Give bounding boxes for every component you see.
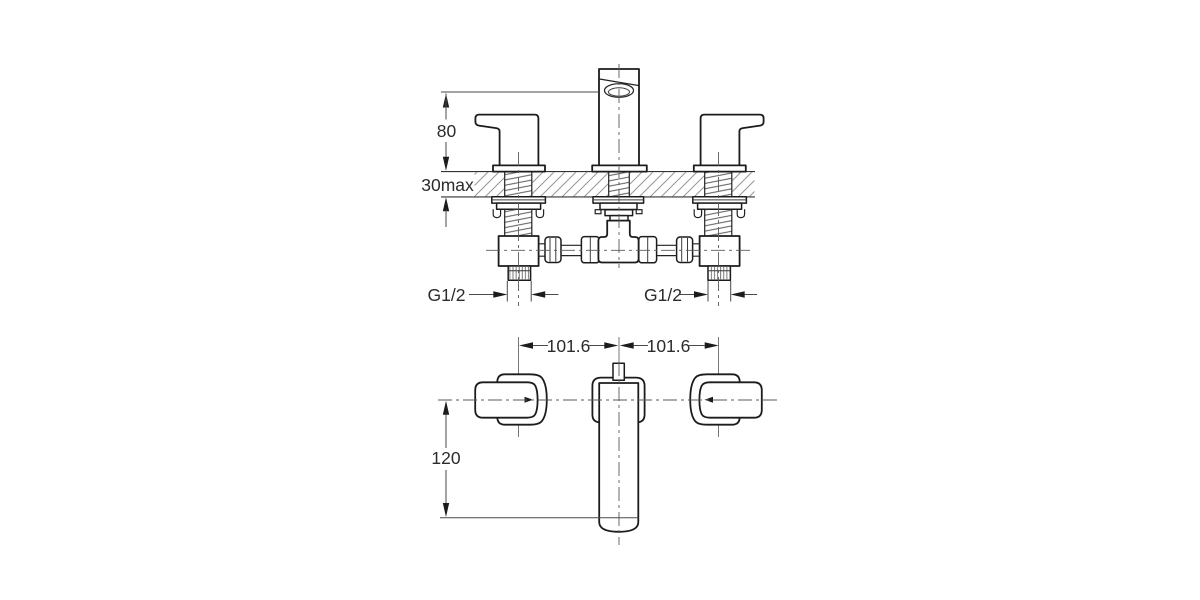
right-handle-lever xyxy=(699,113,765,167)
left-handle-plan xyxy=(474,373,548,426)
left-outlet-nut xyxy=(544,236,562,264)
right-handle-lever-plan xyxy=(698,381,763,419)
plan-centerlines xyxy=(438,362,778,545)
right-prong xyxy=(693,209,703,219)
threaded-shanks xyxy=(504,172,733,197)
center-tee-assembly xyxy=(561,195,677,264)
left-valve-assembly xyxy=(491,195,562,281)
tee-body xyxy=(597,219,640,264)
left-handle-front xyxy=(474,113,546,173)
plan-view: 101.6 101.6 xyxy=(431,336,778,545)
dim-spout-height: 80 xyxy=(437,121,457,141)
left-pipe xyxy=(561,244,582,257)
right-outlet-nut xyxy=(675,236,694,264)
spout-plan xyxy=(591,362,646,533)
right-handle-plan xyxy=(689,373,763,426)
spout-base-plate xyxy=(591,164,648,173)
spacing-dimensions: 101.6 101.6 xyxy=(519,336,719,356)
dim-left-spacing: 101.6 xyxy=(547,336,591,356)
dim-right-connection: G1/2 xyxy=(644,285,682,305)
dim-left-connection: G1/2 xyxy=(428,285,466,305)
front-dimensions: 80 30max G1/2 G1/2 xyxy=(421,91,757,305)
right-handle-front xyxy=(692,113,765,173)
spout-front xyxy=(591,68,648,173)
left-handle-lever xyxy=(474,113,540,167)
dim-right-spacing: 101.6 xyxy=(647,336,691,356)
right-valve-assembly xyxy=(675,195,748,281)
left-handle-flange xyxy=(492,164,546,173)
dim-deck-thickness: 30max xyxy=(421,175,474,195)
reach-dimension: 120 xyxy=(431,400,461,517)
front-view: 80 30max G1/2 G1/2 xyxy=(421,64,765,306)
right-pipe xyxy=(656,244,677,257)
right-valve-body xyxy=(698,235,741,267)
dim-spout-reach: 120 xyxy=(431,448,460,468)
right-handle-flange xyxy=(692,164,747,173)
deck-hatch xyxy=(474,172,504,197)
left-prong xyxy=(492,209,502,219)
front-centerlines xyxy=(486,64,752,306)
